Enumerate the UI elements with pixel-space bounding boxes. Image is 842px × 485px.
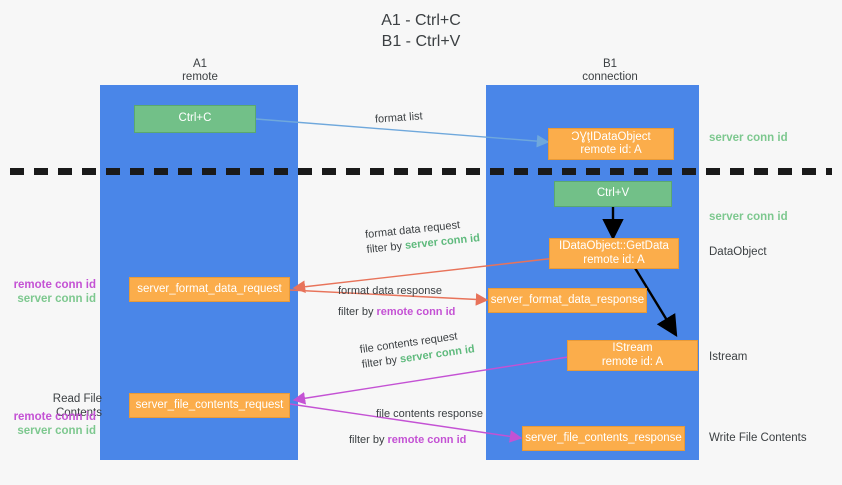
column-header-b1: B1 connection — [582, 58, 638, 83]
divider-dashed-line — [10, 168, 832, 175]
filter-prefix: filter by — [361, 353, 401, 371]
annotation-write-file-contents: Write File Contents — [709, 432, 807, 444]
column-header-a1: A1 remote — [182, 58, 218, 83]
annotation-server-conn-id-mid: server conn id — [709, 211, 788, 223]
annotation-conn-ids-lower: remote conn id server conn id — [10, 410, 96, 438]
annotation-server-conn-id-upper: server conn id — [17, 293, 96, 305]
node-ctrl-c[interactable]: Ctrl+C — [134, 105, 256, 133]
connector-file-contents-request — [292, 356, 569, 405]
annotation-istream: Istream — [709, 351, 748, 363]
filter-prefix: filter by — [338, 306, 377, 318]
node-istream[interactable]: IStream remote id: A — [567, 340, 698, 371]
edge-label-file-contents-response: file contents response — [376, 407, 483, 422]
edge-label-file-contents-response-filter: filter by remote conn id — [349, 433, 466, 448]
edge-label-format-data-response-title: format data response — [338, 285, 442, 297]
edge-label-format-data-response-filter: filter by remote conn id — [338, 305, 455, 320]
connector-file-contents-response — [289, 403, 523, 443]
annotation-remote-conn-id-lower: remote conn id — [13, 411, 96, 423]
connector-getdata-istream — [633, 267, 678, 338]
node-server-format-data-request[interactable]: server_format_data_request — [129, 277, 290, 302]
connector-format-data-response — [289, 289, 489, 306]
node-server-file-contents-response[interactable]: server_file_contents_response — [522, 426, 685, 451]
node-server-format-data-response[interactable]: server_format_data_response — [488, 288, 647, 313]
node-idataobject-getdata[interactable]: IDataObject::GetData remote id: A — [549, 238, 679, 269]
page-title: A1 - Ctrl+C B1 - Ctrl+V — [381, 12, 461, 50]
node-server-file-contents-request[interactable]: server_file_contents_request — [129, 393, 290, 418]
filter-prefix: filter by — [349, 434, 388, 446]
annotation-remote-conn-id-upper: remote conn id — [13, 279, 96, 291]
filter-value-remote-conn-id: remote conn id — [376, 306, 456, 318]
annotation-data-object: DataObject — [709, 246, 767, 258]
annotation-server-conn-id-lower: server conn id — [17, 425, 96, 437]
annotation-read-file-contents-block: Read File Contents — [8, 392, 102, 420]
connector-format-list — [255, 118, 550, 148]
filter-prefix: filter by — [366, 239, 406, 256]
annotation-read-file-contents: Read File Contents — [52, 393, 102, 419]
node-ctrl-v[interactable]: Ctrl+V — [554, 181, 672, 207]
node-idataobject-top[interactable]: ƆƔţIDataObject remote id: A — [548, 128, 674, 160]
connector-format-data-request — [292, 257, 557, 293]
annotation-conn-ids-upper: remote conn id server conn id — [10, 278, 96, 306]
edge-label-format-data-response: format data response — [338, 284, 442, 299]
filter-value-remote-conn-id: remote conn id — [387, 434, 467, 446]
edge-label-file-contents-response-title: file contents response — [376, 408, 484, 420]
annotation-server-conn-id-top: server conn id — [709, 132, 788, 144]
